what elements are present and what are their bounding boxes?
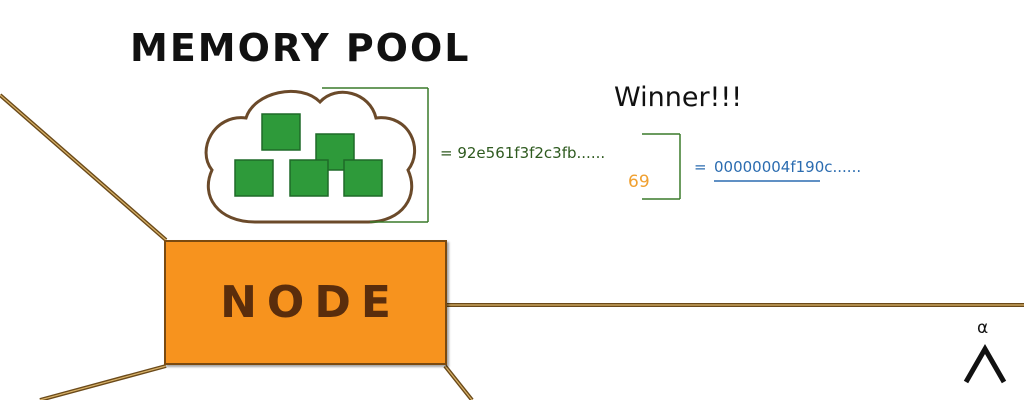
node-box: NODE [164,240,447,365]
result-equals-sign: = [694,158,707,176]
memory-pool-title: MEMORY POOL [130,26,471,70]
result-hash-text: 00000004f190c...... [714,158,862,176]
hash-nonce-bracket [642,133,681,200]
transaction-block-icon [234,113,383,197]
cloud-icon [204,89,417,224]
network-line-bottom-left [39,364,167,400]
logo-alpha-symbol: α [977,318,989,338]
lambda-logo-icon [963,343,1007,384]
nonce-value: 69 [628,172,650,192]
winner-label: Winner!!! [614,82,743,113]
block-hash-text: = 92e561f3f2c3fb...... [440,144,606,162]
network-line-top-left [0,93,168,242]
network-line-bottom-right [443,364,474,400]
memory-pool-bracket [322,87,429,223]
node-label: NODE [220,277,401,328]
